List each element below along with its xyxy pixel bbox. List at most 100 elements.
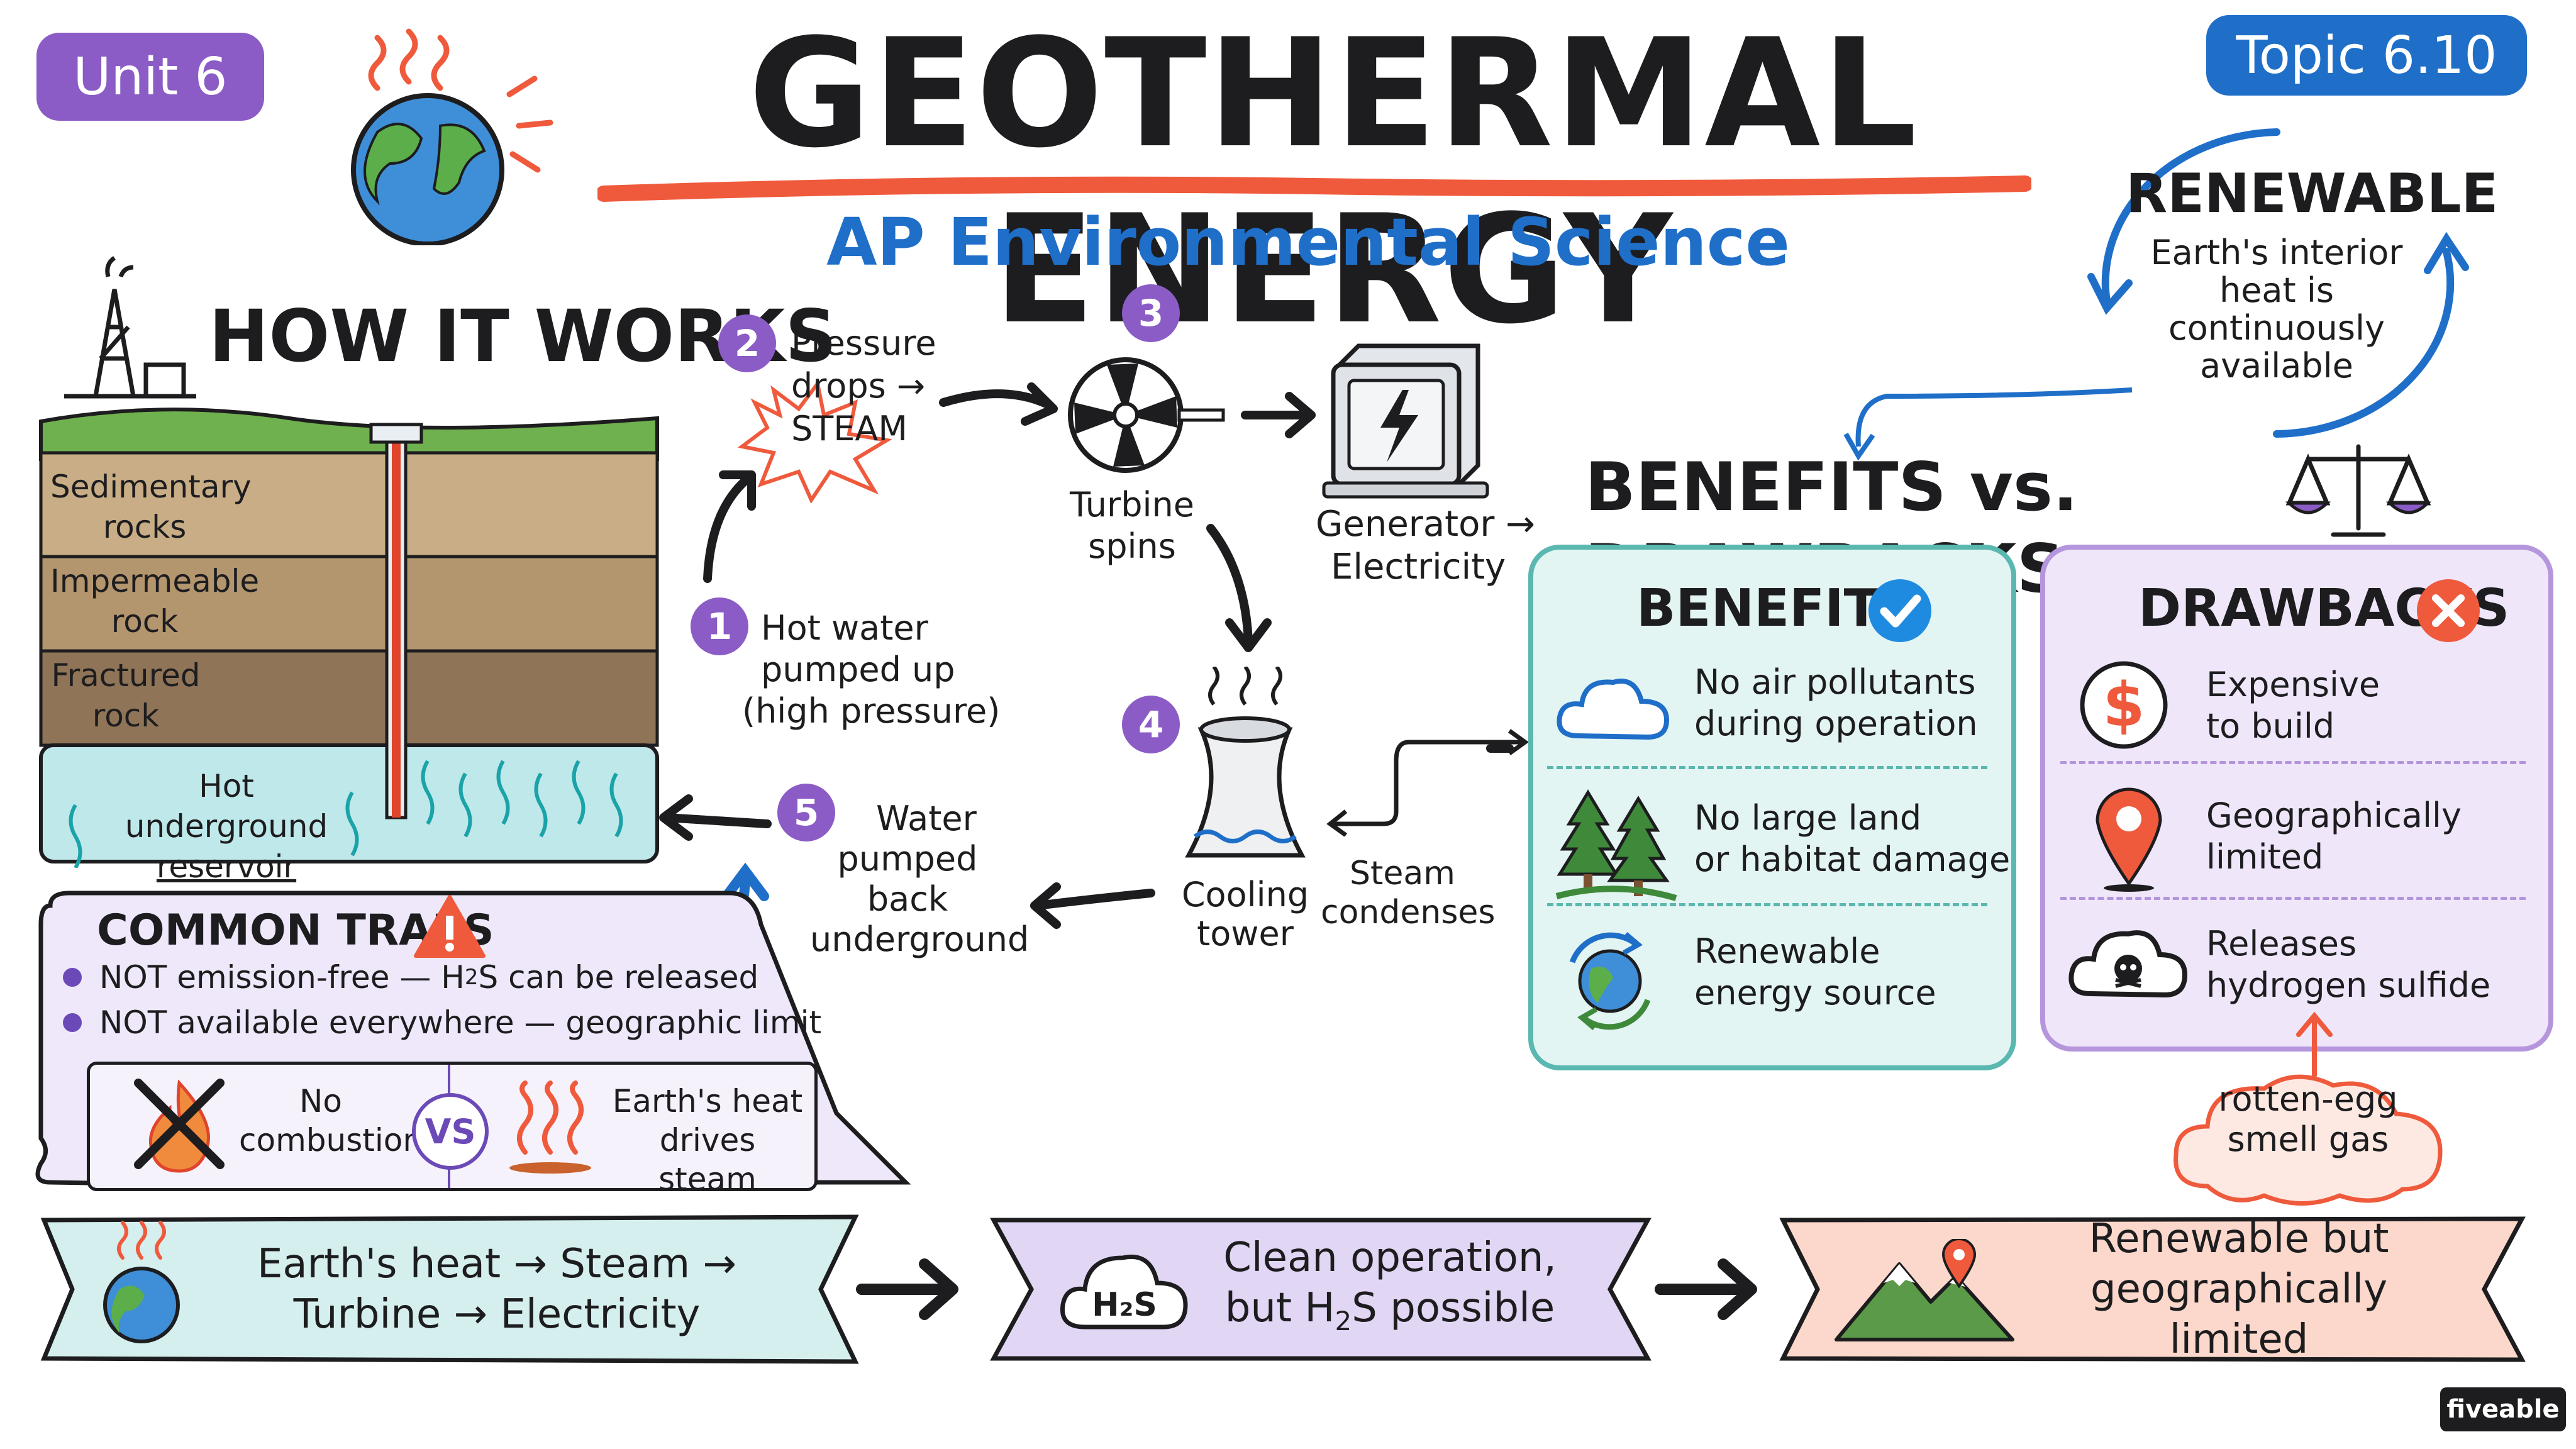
topic-badge: Topic 6.10 xyxy=(2206,15,2527,96)
layer-label-line: rocks xyxy=(103,509,187,545)
compare-line: combustion xyxy=(239,1122,423,1158)
compare-line: Earth's heat xyxy=(612,1083,803,1119)
compare-left-text: No combustion xyxy=(239,1082,423,1160)
unit-badge: Unit 6 xyxy=(36,33,264,121)
trap-text: NOT emission-free — H xyxy=(99,959,465,996)
layer-label-line: Sedimentary xyxy=(50,469,252,505)
drawback-line: Expensive xyxy=(2206,665,2380,704)
step-text-line: tower xyxy=(1197,914,1294,953)
generator-text: Generator → Electricity xyxy=(1316,503,1535,589)
renewable-line: available xyxy=(2200,346,2353,386)
benefit-line: energy source xyxy=(1694,973,1936,1013)
renewable-line: heat is xyxy=(2219,270,2334,310)
compare-line: drives steam xyxy=(658,1122,757,1197)
benefit-item-3-text: Renewable energy source xyxy=(1694,931,1936,1014)
benefits-divider xyxy=(1547,766,1987,769)
summary-earth-icon xyxy=(103,1221,180,1343)
dollar-icon: $ xyxy=(2080,661,2168,749)
callout-text: rotten-egg smell gas xyxy=(2189,1079,2428,1160)
callout-line: rotten-egg xyxy=(2218,1079,2398,1119)
steam-condenses-line: condenses xyxy=(1321,894,1496,931)
x-badge-icon xyxy=(2417,579,2480,642)
h2s-cloud-icon: H₂S xyxy=(1060,1254,1188,1330)
summary-line: Turbine → Electricity xyxy=(293,1291,701,1338)
trap-text: NOT available everywhere — geographic li… xyxy=(99,1004,822,1041)
benefit-line: No air pollutants xyxy=(1694,662,1976,702)
step-2-number: 2 xyxy=(718,314,776,372)
drawback-item-1-text: Expensive to build xyxy=(2206,664,2380,747)
step-text-line: spins xyxy=(1088,526,1176,566)
step-5-number: 5 xyxy=(777,784,835,841)
trap-item-2: NOT available everywhere — geographic li… xyxy=(63,1002,821,1043)
step-text-line: Turbine xyxy=(1070,485,1194,525)
layer-label-fractured: Fractured rock xyxy=(44,655,208,736)
renewable-line: Earth's interior xyxy=(2150,233,2403,272)
summary-line: but H2S possible xyxy=(1223,1283,1557,1346)
compare-right-text: Earth's heat drives steam xyxy=(610,1082,805,1199)
cloud-icon xyxy=(1557,679,1670,740)
step-1-number: 1 xyxy=(691,597,748,655)
turbine-icon xyxy=(1068,357,1225,473)
layer-label-line: Impermeable xyxy=(50,563,260,599)
cooling-tower-icon xyxy=(1185,667,1306,858)
step-2-text: Pressure drops → STEAM xyxy=(791,322,936,450)
layer-label-impermeable: Impermeable rock xyxy=(50,561,260,641)
generator-line: Electricity xyxy=(1331,547,1506,587)
summary-subscript: 2 xyxy=(1335,1305,1352,1336)
step-4-text: Cooling tower xyxy=(1170,875,1321,953)
svg-text:H₂S: H₂S xyxy=(1092,1286,1157,1324)
step-text-line: pumped back xyxy=(837,839,978,919)
step-text-line: underground xyxy=(810,919,1030,959)
trees-icon xyxy=(1555,789,1677,901)
drawback-line: Geographically xyxy=(2206,796,2462,835)
globe-recycle-icon xyxy=(1569,931,1651,1031)
step-4-number: 4 xyxy=(1122,696,1180,753)
toxic-cloud-icon xyxy=(2068,930,2188,998)
drilling-rig-icon xyxy=(64,256,196,399)
benefits-divider xyxy=(1547,903,1987,906)
step-text-line: Cooling xyxy=(1181,875,1309,914)
benefit-line: Renewable xyxy=(1694,931,1880,971)
summary-band-3-text: Renewable but geographically limited xyxy=(2031,1216,2446,1363)
drawback-line: limited xyxy=(2206,837,2324,877)
step-3-text: Turbine spins xyxy=(1063,484,1201,567)
step-1-text: Hot water pumped up (high pressure) xyxy=(742,608,1000,732)
steam-condenses-line: Steam xyxy=(1350,855,1455,892)
title-underline xyxy=(597,175,2031,202)
svg-text:$: $ xyxy=(2103,670,2145,740)
summary-text: S possible xyxy=(1352,1284,1555,1331)
location-pin-icon xyxy=(2096,787,2162,892)
vs-badge: VS xyxy=(412,1093,489,1170)
step-text-line: STEAM xyxy=(791,409,908,448)
bullet-dot xyxy=(63,968,82,987)
brand-logo: fiveable xyxy=(2440,1387,2566,1431)
drawback-line: Releases xyxy=(2206,924,2357,963)
layer-label-line: Hot underground xyxy=(125,768,328,845)
renewable-cycle-arrows xyxy=(2087,128,2469,438)
layer-label-line: reservoir xyxy=(156,848,297,885)
step-text-line: pumped up xyxy=(761,650,955,689)
benefit-line: No large land xyxy=(1694,798,1922,838)
renewable-line: continuously xyxy=(2168,308,2385,348)
trap-subscript: 2 xyxy=(464,965,479,990)
ground-cross-section xyxy=(39,408,659,868)
summary-line: Clean operation, xyxy=(1223,1234,1557,1281)
renewable-connector-arrow xyxy=(1843,387,2133,461)
earth-heat-steam-icon xyxy=(509,1080,591,1174)
generator-icon xyxy=(1322,343,1489,499)
no-fire-icon xyxy=(134,1079,225,1173)
layer-label-line: Fractured xyxy=(51,657,201,694)
drawback-item-3-text: Releases hydrogen sulfide xyxy=(2206,923,2490,1006)
step-3-number: 3 xyxy=(1122,284,1180,342)
summary-line: geographically limited xyxy=(2090,1266,2388,1363)
mountains-pin-icon xyxy=(1835,1239,2014,1341)
summary-band-1-text: Earth's heat → Steam → Turbine → Electri… xyxy=(208,1226,786,1352)
renewable-text: Earth's interior heat is continuously av… xyxy=(2126,234,2428,385)
step-text-line: (high pressure) xyxy=(742,691,1001,731)
trap-text: S can be released xyxy=(478,959,759,996)
callout-arrow xyxy=(2296,1011,2333,1078)
drawback-line: to build xyxy=(2206,706,2335,746)
step-text-line: Hot water xyxy=(761,608,928,648)
